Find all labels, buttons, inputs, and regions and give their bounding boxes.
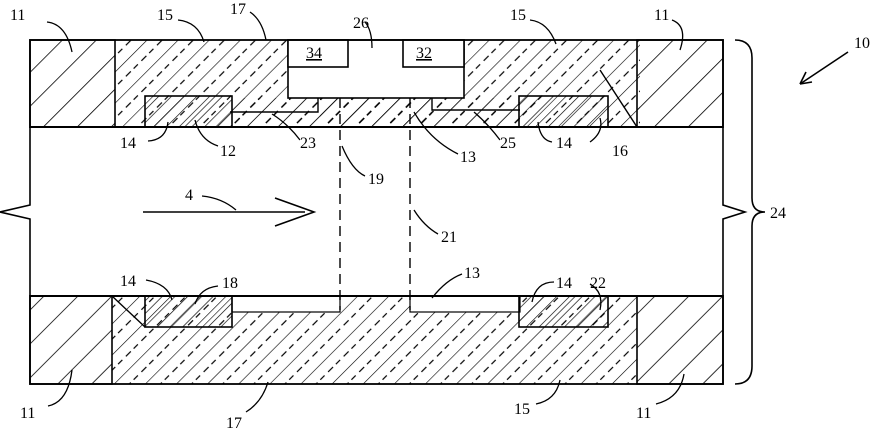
lower-shelf-left (232, 296, 340, 312)
label-23: 23 (300, 135, 316, 152)
label-17-top: 17 (230, 1, 246, 18)
label-15-br: 15 (514, 401, 530, 418)
leader-15-tl (178, 20, 204, 42)
label-13-upper: 13 (460, 149, 476, 166)
upper-wall (30, 40, 723, 127)
label-11-tl: 11 (10, 7, 25, 24)
label-11-tr: 11 (654, 7, 669, 24)
label-10: 10 (854, 35, 870, 52)
electrode-12 (145, 96, 232, 127)
electrode-32 (403, 40, 464, 67)
arrow-10 (800, 52, 848, 84)
label-14-ul: 14 (120, 135, 136, 152)
window-inner-layer (320, 98, 432, 127)
label-26: 26 (353, 15, 369, 32)
label-14-ur: 14 (556, 135, 572, 152)
label-11-br: 11 (636, 405, 651, 422)
brace-24 (735, 40, 765, 384)
leader-13-lower (432, 274, 462, 298)
label-25: 25 (500, 135, 516, 152)
label-4: 4 (185, 187, 193, 204)
upper-right-block-11 (637, 40, 723, 127)
label-22: 22 (590, 275, 606, 292)
label-12: 12 (220, 143, 236, 160)
label-34: 34 (306, 45, 322, 62)
flow-arrow (143, 198, 314, 226)
lower-shelf-right (410, 296, 520, 312)
label-16: 16 (612, 143, 628, 160)
label-14-lr: 14 (556, 275, 572, 292)
label-21: 21 (441, 229, 457, 246)
label-11-bl: 11 (20, 405, 35, 422)
label-18: 18 (222, 275, 238, 292)
left-break-line (0, 127, 30, 296)
label-32: 32 (416, 45, 432, 62)
leader-4 (202, 196, 236, 210)
right-break-line (723, 127, 745, 296)
electrode-18 (145, 296, 232, 327)
label-15-tr: 15 (510, 7, 526, 24)
leader-21 (414, 210, 438, 234)
label-13-lower: 13 (464, 265, 480, 282)
leader-17-top (250, 12, 266, 40)
lower-right-block-11 (637, 296, 723, 384)
label-15-tl: 15 (157, 7, 173, 24)
label-24: 24 (770, 205, 786, 222)
leader-17-bottom (246, 382, 268, 412)
label-19: 19 (368, 171, 384, 188)
label-17-bottom: 17 (226, 415, 242, 432)
upper-left-block-11 (30, 40, 115, 127)
label-14-ll: 14 (120, 273, 136, 290)
lower-wall (30, 296, 723, 384)
leader-19 (342, 146, 365, 176)
electrode-16 (519, 96, 608, 127)
lower-left-block-11 (30, 296, 112, 384)
